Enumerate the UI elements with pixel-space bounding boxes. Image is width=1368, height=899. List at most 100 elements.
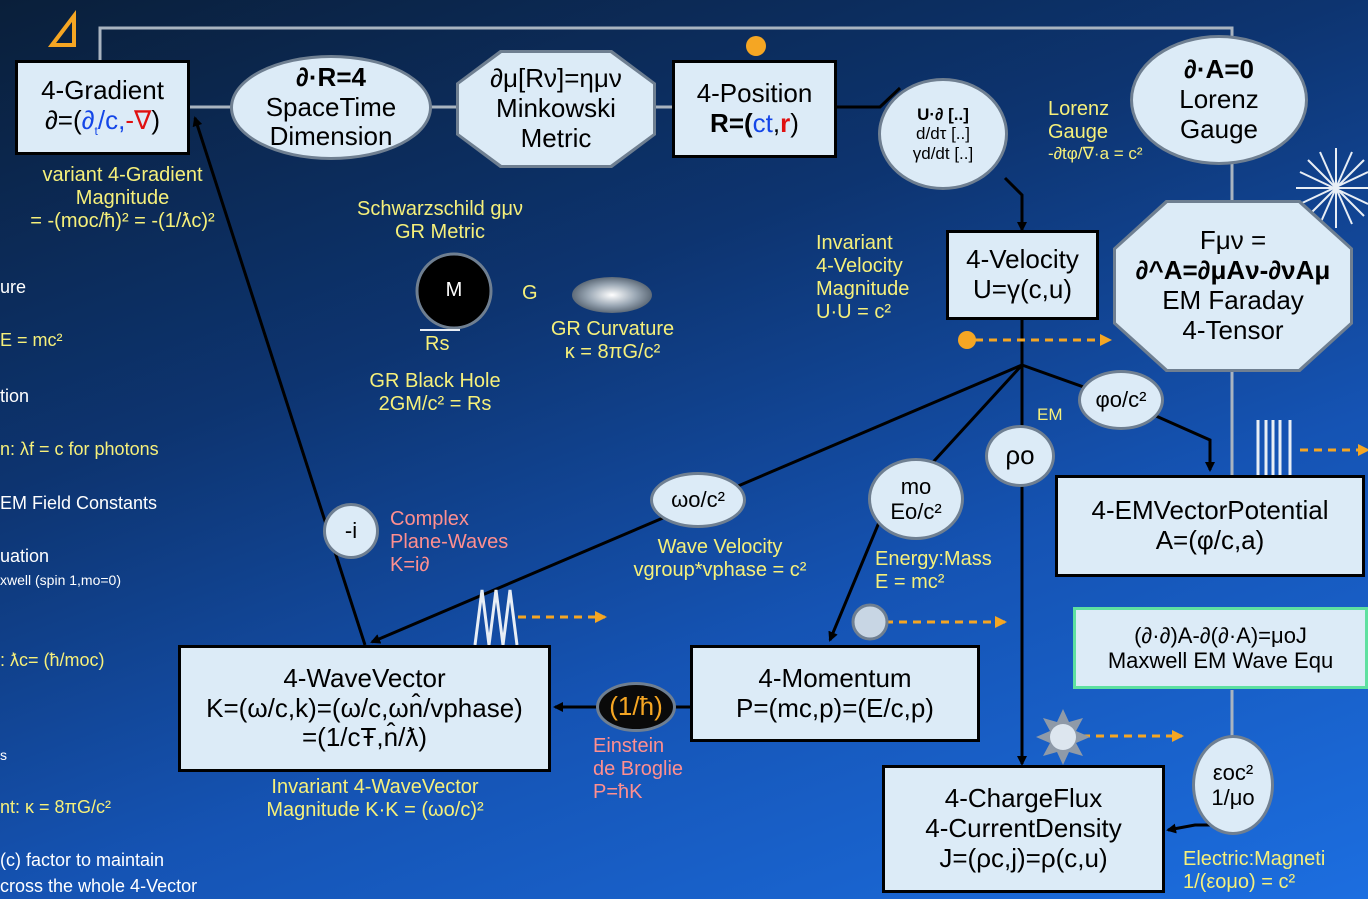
black-hole-circle — [415, 252, 493, 330]
node-wavevector[interactable]: 4-WaveVector K=(ω/c,k)=(ω/c,ωn̂/vphase) … — [178, 645, 551, 772]
rs-label: Rs — [425, 333, 450, 355]
spacetime-eq: ∂·R=4 — [296, 61, 366, 92]
phi-label: φo/c² — [1095, 387, 1147, 413]
node-eps-mu[interactable]: εoc² 1/μo — [1192, 735, 1274, 835]
lorenz-l1: Lorenz — [1179, 84, 1259, 115]
node-omega[interactable]: ωo/c² — [650, 472, 746, 528]
left-uation: uation — [0, 546, 50, 566]
node-position[interactable]: 4-Position R=(ct,r) — [672, 60, 837, 158]
schwarzschild-label: Schwarzschild gμν GR Metric — [356, 198, 524, 243]
velocity-title: 4-Velocity — [966, 244, 1079, 275]
node-lorenz-gauge[interactable]: ∂·A=0 Lorenz Gauge — [1130, 35, 1308, 165]
node-minkowski-metric[interactable]: ∂μ[Rν]=ημν Minkowski Metric — [456, 50, 656, 168]
arrow-position-velocity — [835, 86, 902, 109]
spacetime-l1: SpaceTime — [265, 91, 397, 122]
left-maxwell-spin: xwell (spin 1,mo=0) — [0, 572, 121, 588]
arrow-wavevector-gradient — [192, 116, 367, 646]
position-title: 4-Position — [696, 78, 813, 109]
orange-dot-velocity — [958, 331, 976, 349]
node-mo[interactable]: mo Eo/c² — [868, 458, 964, 540]
maxwell-l2: Maxwell EM Wave Equ — [1107, 648, 1334, 673]
node-spacetime-dimension[interactable]: ∂·R=4 SpaceTime Dimension — [230, 55, 432, 160]
faraday-l2: ∂^A=∂μAν-∂νAμ — [1135, 255, 1331, 286]
node-minus-i[interactable]: -i — [323, 503, 379, 559]
wave-velocity-label: Wave Velocity vgroup*vphase = c² — [633, 536, 807, 581]
wavevector-title: 4-WaveVector — [283, 662, 446, 693]
faraday-l3: EM Faraday — [1162, 285, 1304, 315]
potential-title: 4-EMVectorPotential — [1091, 495, 1329, 526]
chargeflux-l2: 4-CurrentDensity — [925, 813, 1122, 844]
zigzag-wave-icon — [473, 589, 519, 646]
wave-lines-icon — [1256, 420, 1292, 475]
left-ure: ure — [0, 277, 27, 297]
ops-l1: U·∂ [..] — [917, 104, 969, 124]
delta-icon — [47, 10, 76, 47]
mass-ball-icon — [851, 603, 889, 641]
mo-l1: mo — [900, 473, 932, 499]
spacetime-l2: Dimension — [269, 121, 393, 152]
faraday-l1: Fμν = — [1199, 225, 1267, 256]
node-velocity[interactable]: 4-Velocity U=γ(c,u) — [946, 230, 1099, 320]
momentum-eq: P=(mc,p)=(E/c,p) — [736, 692, 934, 723]
minkowski-l1: Minkowski — [496, 93, 616, 124]
ops-l2: d/dτ [..] — [916, 124, 970, 144]
minkowski-l2: Metric — [520, 122, 592, 153]
left-compton: : ƛc= (ħ/moc) — [0, 650, 105, 670]
left-factor: (c) factor to maintain — [0, 850, 165, 870]
rho-label: ρo — [1005, 440, 1035, 471]
node-phi-c2[interactable]: φo/c² — [1078, 370, 1164, 430]
minkowski-eq: ∂μ[Rν]=ημν — [490, 63, 622, 94]
position-eq: R=(ct,r) — [710, 108, 799, 138]
potential-eq: A=(φ/c,a) — [1155, 525, 1265, 555]
left-kappa: nt: κ = 8πG/c² — [0, 797, 111, 817]
starburst-icon — [1296, 148, 1368, 228]
gradient-title: 4-Gradient — [41, 75, 164, 106]
left-across: cross the whole 4-Vector — [0, 876, 198, 896]
inv-gradient-label: variant 4-Gradient Magnitude = -(moc/ħ)²… — [30, 164, 215, 232]
g-label: G — [522, 282, 538, 304]
wavevector-l2: =(1/cŦ,n̂/ƛ) — [302, 722, 427, 753]
sun-icon — [1036, 709, 1090, 765]
node-momentum[interactable]: 4-Momentum P=(mc,p)=(E/c,p) — [690, 645, 980, 742]
node-faraday-tensor[interactable]: Fμν = ∂^A=∂μAν-∂νAμ EM Faraday 4-Tensor — [1113, 200, 1353, 372]
black-hole-label: M — [445, 279, 463, 301]
node-gradient[interactable]: 4-Gradient ∂=(∂t/c,-∇) — [15, 60, 190, 155]
node-inv-hbar[interactable]: (1/ħ) — [596, 682, 676, 732]
einstein-label: Einstein de Broglie P=ħK — [593, 735, 684, 803]
lorenz-l2: Gauge — [1179, 113, 1259, 144]
orange-dot-top — [746, 36, 766, 56]
left-emc2: E = mc² — [0, 330, 63, 350]
momentum-title: 4-Momentum — [758, 662, 912, 693]
maxwell-l1: (∂·∂)A-∂(∂·A)=μoJ — [1134, 622, 1307, 648]
mo-l2: Eo/c² — [890, 499, 942, 524]
ops-l3: γd/dt [..] — [912, 143, 974, 163]
complex-waves-label: Complex Plane-Waves K=i∂ — [390, 508, 509, 576]
inv-wavevector-label: Invariant 4-WaveVector Magnitude K·K = (… — [266, 776, 484, 821]
node-maxwell-wave-eq[interactable]: (∂·∂)A-∂(∂·A)=μoJ Maxwell EM Wave Equ — [1073, 607, 1368, 689]
gr-curvature-label: GR Curvature κ = 8πG/c² — [550, 318, 675, 363]
node-em-potential[interactable]: 4-EMVectorPotential A=(φ/c,a) — [1055, 475, 1365, 577]
node-derivative-ops[interactable]: U·∂ [..] d/dτ [..] γd/dt [..] — [878, 78, 1008, 190]
left-s: s — [0, 747, 7, 763]
node-rho[interactable]: ρo — [985, 425, 1055, 487]
arrow-velocity-potential — [1021, 363, 1215, 472]
left-tion: tion — [0, 386, 30, 406]
arrow-eps-chargeflux — [1166, 823, 1215, 834]
gr-curvature-icon — [572, 277, 652, 313]
eps-l1: εoc² — [1212, 759, 1254, 785]
energy-mass-label: Energy:Mass E = mc² — [875, 548, 992, 593]
node-chargeflux[interactable]: 4-ChargeFlux 4-CurrentDensity J=(ρc,j)=ρ… — [882, 765, 1165, 893]
left-em-consts: EM Field Constants — [0, 493, 158, 513]
em-label: EM — [1037, 405, 1063, 424]
faraday-l4: 4-Tensor — [1182, 314, 1284, 345]
gradient-eq: ∂=(∂t/c,-∇) — [44, 104, 161, 139]
elec-mag-label: Electric:Magneti 1/(εoμo) = c² — [1183, 848, 1326, 893]
omega-label: ωo/c² — [671, 487, 725, 513]
left-photons: n: λf = c for photons — [0, 439, 159, 459]
wavevector-l1: K=(ω/c,k)=(ω/c,ωn̂/vphase) — [206, 692, 523, 723]
arrow-ops-velocity — [1003, 176, 1027, 232]
minus-i-label: -i — [344, 518, 358, 544]
lorenz-eq: ∂·A=0 — [1184, 54, 1254, 85]
chargeflux-l3: J=(ρc,j)=ρ(c,u) — [939, 842, 1108, 873]
velocity-eq: U=γ(c,u) — [973, 274, 1072, 304]
